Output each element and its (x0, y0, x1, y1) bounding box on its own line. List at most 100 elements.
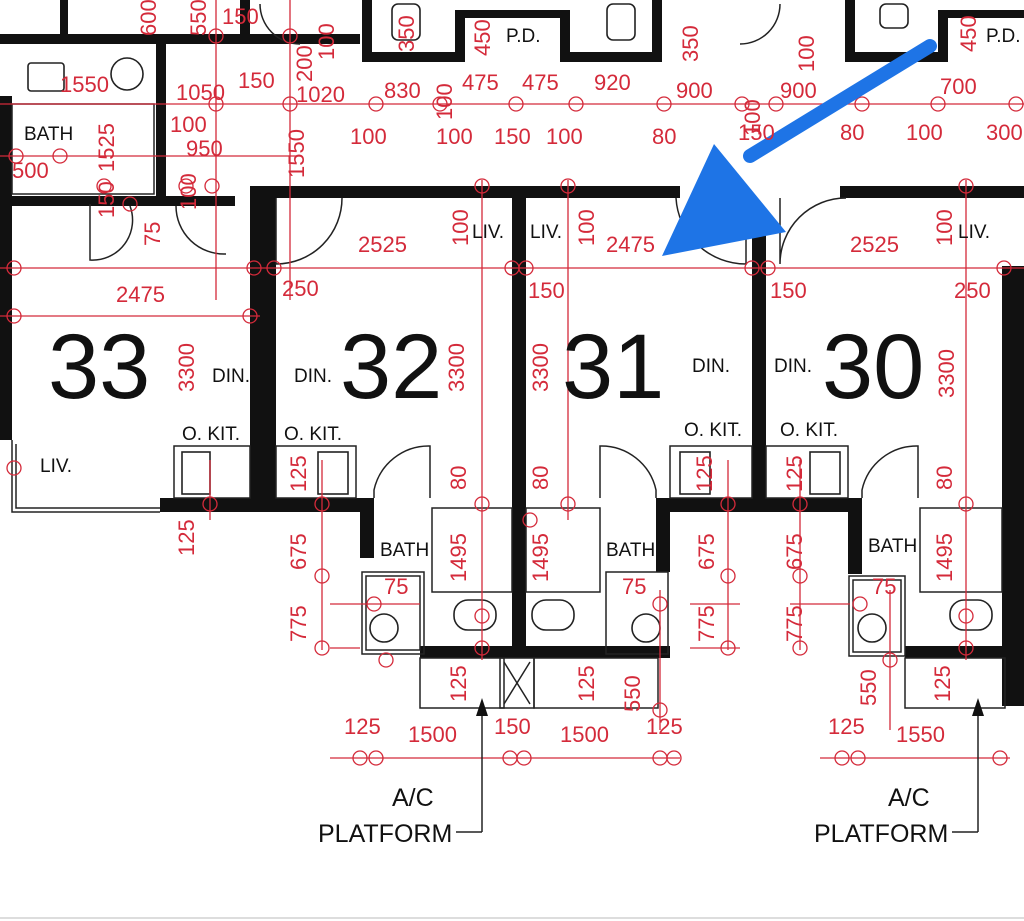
dim-text: 125 (692, 455, 717, 492)
dim-text: 2525 (850, 232, 899, 257)
ac-label: A/C (888, 784, 930, 812)
dim-text: 1495 (528, 533, 553, 582)
dim-text: 200 (292, 45, 317, 82)
dim-text: 300 (986, 120, 1023, 145)
dim-text: 150 (494, 714, 531, 739)
dim-text: 475 (462, 70, 499, 95)
dim-text: 2525 (358, 232, 407, 257)
room-labels: LIV. LIV. LIV. LIV. DIN. DIN. DIN. DIN. … (24, 26, 1021, 561)
dim-text: 3300 (444, 343, 469, 392)
dim-text: 2475 (116, 282, 165, 307)
dim-text: 80 (652, 124, 676, 149)
unit-number-30: 30 (822, 316, 924, 418)
dim-text: 920 (594, 70, 631, 95)
annotation-arrow (662, 39, 937, 256)
dimension-texts-vertical: 3300 3300 3300 3300 100 100 100 125 125 … (94, 0, 981, 712)
room-label-liv: LIV. (530, 222, 562, 243)
dim-text: 100 (574, 209, 599, 246)
dim-text: 700 (940, 74, 977, 99)
dim-text: 125 (574, 665, 599, 702)
room-label-din: DIN. (294, 366, 332, 387)
dim-text: 1050 (176, 80, 225, 105)
dim-text: 830 (384, 78, 421, 103)
dim-text: 500 (12, 158, 49, 183)
dim-text: 775 (694, 605, 719, 642)
dim-text: 3300 (528, 343, 553, 392)
dim-text: 100 (546, 124, 583, 149)
room-label-liv: LIV. (958, 222, 990, 243)
dim-text: 80 (932, 466, 957, 490)
ac-label: A/C (392, 784, 434, 812)
dim-text: 1495 (446, 533, 471, 582)
dim-text: 675 (286, 533, 311, 570)
room-label-din: DIN. (774, 356, 812, 377)
dim-text: 250 (282, 276, 319, 301)
room-label-pd: P.D. (506, 26, 541, 47)
dim-text: 900 (676, 78, 713, 103)
fixtures (173, 197, 1006, 709)
room-label-bath: BATH (24, 124, 73, 145)
dim-text: 125 (446, 665, 471, 702)
room-label-din: DIN. (692, 356, 730, 377)
dim-text: 100 (432, 83, 457, 120)
dim-text: 125 (174, 519, 199, 556)
unit-numbers: 33 32 31 30 (48, 316, 924, 418)
room-label-liv: LIV. (472, 222, 504, 243)
dim-text: 1550 (896, 722, 945, 747)
room-label-okit: O. KIT. (182, 424, 240, 445)
dim-text: 675 (782, 533, 807, 570)
dim-text: 775 (782, 605, 807, 642)
dim-text: 1550 (60, 72, 109, 97)
dim-text: 600 (136, 0, 161, 36)
unit-number-33: 33 (48, 316, 150, 418)
dim-text: 250 (954, 278, 991, 303)
dim-text: 125 (782, 455, 807, 492)
room-label-liv: LIV. (40, 456, 72, 477)
dim-text: 900 (780, 78, 817, 103)
dim-text: 150 (770, 278, 807, 303)
room-label-okit: O. KIT. (284, 424, 342, 445)
room-label-okit: O. KIT. (684, 420, 742, 441)
upper-units (0, 0, 1024, 261)
dim-text: 100 (176, 173, 201, 210)
dim-text: 3300 (934, 349, 959, 398)
main-walls (0, 186, 1024, 706)
dim-text: 1500 (560, 722, 609, 747)
ac-leaders (456, 698, 984, 833)
dim-text: 1525 (94, 123, 119, 172)
dim-text: 100 (314, 23, 339, 60)
dim-text: 100 (448, 209, 473, 246)
dim-text: 100 (794, 35, 819, 72)
dim-text: 80 (446, 466, 471, 490)
dim-text: 1020 (296, 82, 345, 107)
unit-number-32: 32 (340, 316, 442, 418)
dim-text: 775 (286, 605, 311, 642)
dim-text: 550 (856, 669, 881, 706)
dim-text: 125 (286, 455, 311, 492)
dim-text: 350 (678, 25, 703, 62)
dim-text: 125 (646, 714, 683, 739)
room-label-din: DIN. (212, 366, 250, 387)
room-label-bath: BATH (380, 540, 429, 561)
dim-text: 675 (694, 533, 719, 570)
room-label-bath: BATH (868, 536, 917, 557)
dim-text: 150 (222, 4, 259, 29)
dim-text: 150 (528, 278, 565, 303)
dim-text: 75 (384, 574, 408, 599)
dim-text: 150 (738, 120, 775, 145)
dim-text: 75 (622, 574, 646, 599)
dim-text: 150 (494, 124, 531, 149)
dim-text: 150 (238, 68, 275, 93)
dim-text: 100 (350, 124, 387, 149)
dim-text: 75 (872, 574, 896, 599)
dim-text: 475 (522, 70, 559, 95)
dim-text: 100 (436, 124, 473, 149)
dim-text: 125 (344, 714, 381, 739)
dim-text: 1495 (932, 533, 957, 582)
dimension-texts: 1550 150 1050 150 1020 830 475 475 920 9… (12, 4, 1023, 747)
dim-text: 2475 (606, 232, 655, 257)
dim-text: 125 (930, 665, 955, 702)
dim-text: 100 (906, 120, 943, 145)
dim-text: 550 (620, 675, 645, 712)
